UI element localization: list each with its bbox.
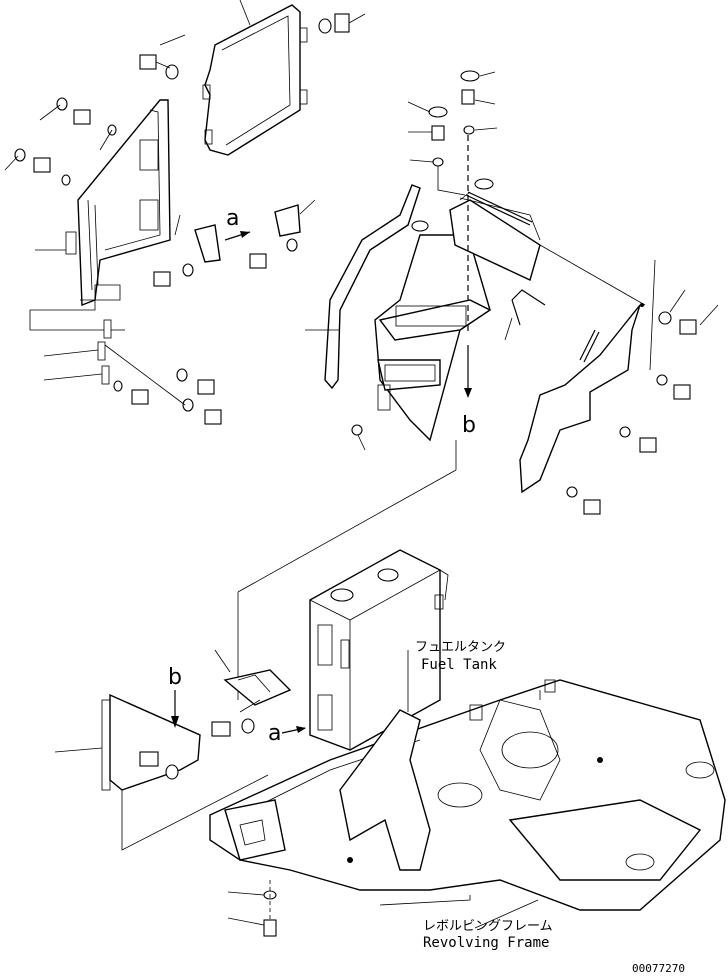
bolt-washer-top-1 [318, 13, 366, 34]
bolt-washer-top-2 [139, 34, 186, 80]
drawing-number: 00077270 [632, 962, 685, 975]
ref-b-lower: b [168, 665, 182, 690]
bolt-bottom [227, 880, 277, 937]
bolts-mid-left [153, 263, 194, 287]
revolving-frame-label: レボルビングフレーム Revolving Frame [423, 899, 553, 951]
ref-a-lower: a [268, 721, 281, 746]
revolving-frame-label-en: Revolving Frame [423, 935, 549, 951]
right-side-panel [519, 259, 656, 494]
step-assembly [351, 234, 492, 451]
clip-bracket-group [29, 284, 125, 385]
bolts-right-panel [566, 289, 719, 515]
upper-cover-panel [202, 0, 308, 156]
fuel-tank-label-en: Fuel Tank [421, 657, 497, 673]
fuel-tank-label-jp: フュエルタンク [415, 640, 506, 655]
ref-b-upper: b [462, 413, 476, 438]
bolt-washer-left-group [4, 97, 117, 186]
left-side-cover [35, 99, 171, 307]
bolts-lower-left [104, 344, 222, 425]
fuel-tank-label: フュエルタンク Fuel Tank [407, 640, 506, 712]
lower-left-cover: b [54, 665, 269, 851]
bracket-right-small [249, 199, 316, 269]
fuel-tank [309, 549, 449, 751]
upper-tray [449, 197, 646, 306]
revolving-frame-label-jp: レボルビングフレーム [423, 919, 553, 934]
lower-bracket: a [211, 649, 306, 746]
cap-plug-group: b [407, 70, 498, 470]
revolving-frame [209, 679, 726, 911]
wire-strips [465, 191, 600, 363]
bracket-a: a [174, 206, 251, 263]
ref-a-upper: a [226, 206, 239, 231]
handrail-strip [305, 184, 421, 390]
